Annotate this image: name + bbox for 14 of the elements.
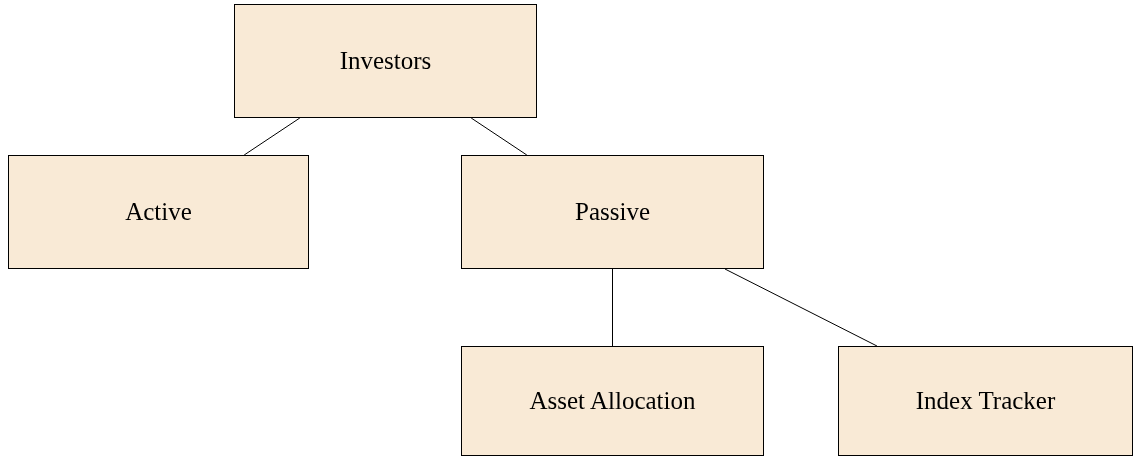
connector-line [243,117,301,156]
node-box [838,346,1133,456]
connector-line [470,117,528,156]
node-box [461,346,764,456]
node-label: Asset Allocation [529,386,696,417]
connector-line [612,268,613,347]
node-label: Index Tracker [915,386,1056,417]
node-box [461,155,764,269]
node-box [234,4,537,118]
node-label: Passive [575,197,650,228]
node-label: Active [125,197,192,228]
node-label: Investors [339,46,432,77]
node-box [8,155,309,269]
connector-line [724,268,878,347]
